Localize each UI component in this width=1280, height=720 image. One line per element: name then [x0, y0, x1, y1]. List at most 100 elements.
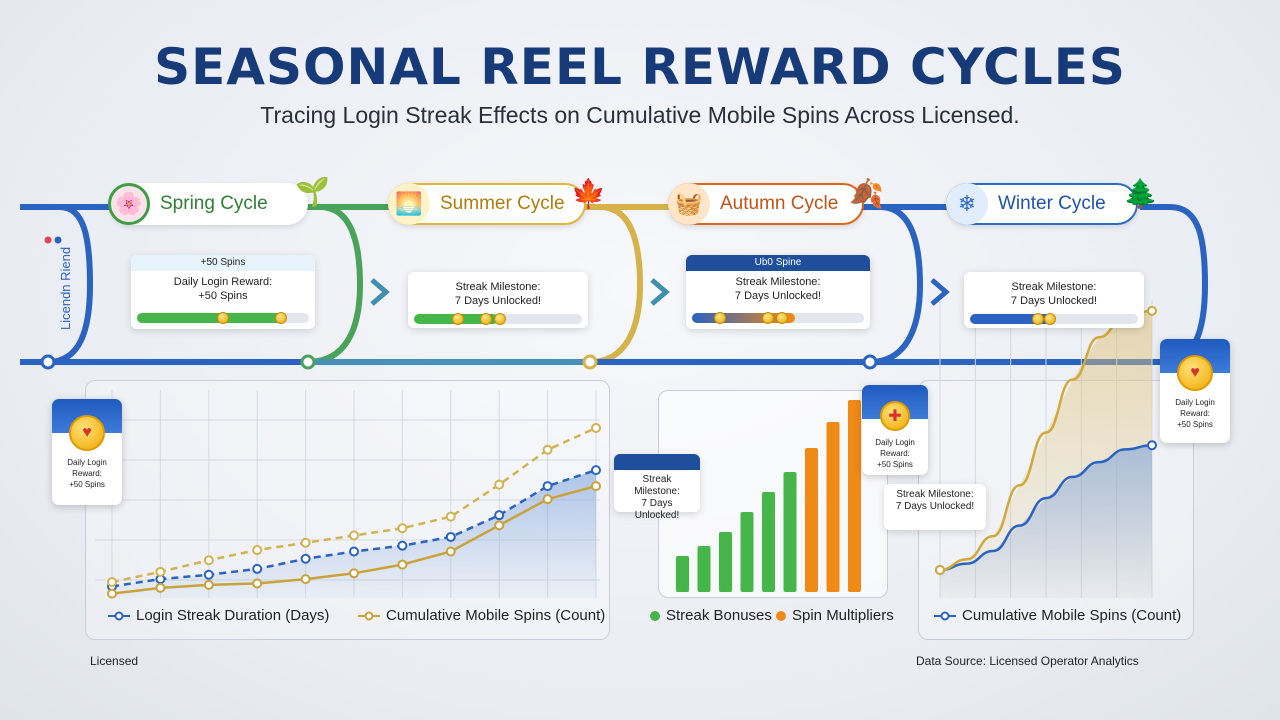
- bar: [783, 472, 797, 592]
- card-mid-right-line2: 7 Days Unlocked!: [895, 501, 975, 512]
- legend-spin-multipliers: Spin Multipliers: [776, 607, 894, 624]
- snowflake-icon: ❄: [946, 183, 988, 225]
- area-login-streak: [112, 470, 596, 598]
- data-point: [155, 566, 166, 577]
- data-point: [445, 511, 456, 522]
- bar: [697, 546, 711, 592]
- card-winter-line1: Streak Milestone:: [1011, 281, 1097, 293]
- card-winter: Streak Milestone: 7 Days Unlocked!: [964, 272, 1144, 328]
- card-mid-right-line1: Streak Milestone:: [896, 489, 974, 500]
- data-point: [591, 465, 601, 476]
- data-point: [494, 510, 505, 521]
- data-point: [203, 555, 214, 566]
- data-point: [397, 559, 408, 570]
- pine-tree-icon: 🌲: [1123, 178, 1158, 209]
- data-point: [252, 563, 263, 574]
- phone-right: ♥ Daily Login Reward:+50 Spins: [1160, 339, 1230, 443]
- phone-left: ♥ Daily Login Reward: +50 Spins: [52, 399, 122, 505]
- phone-bars-line2: +50 Spins: [877, 460, 913, 469]
- legend-cumulative-spins: Cumulative Mobile Spins (Count): [358, 607, 605, 624]
- card-mid-right: Streak Milestone:7 Days Unlocked!: [884, 484, 986, 530]
- data-point: [300, 537, 311, 548]
- pill-autumn-cycle[interactable]: 🧺 Autumn Cycle 🍂: [668, 178, 884, 225]
- heart-coin-icon: ♥: [69, 415, 105, 451]
- coin-icon: [714, 312, 726, 324]
- legend-streak-bonuses: Streak Bonuses: [650, 607, 772, 624]
- legend-cumulative-spins-label: Cumulative Mobile Spins (Count): [386, 607, 606, 624]
- pill-label-winter: Winter Cycle: [998, 193, 1106, 214]
- phone-left-line1: Daily Login Reward:: [67, 458, 107, 478]
- data-point: [300, 574, 311, 585]
- legend-login-streak: Login Streak Duration (Days): [108, 607, 329, 624]
- data-point: [349, 546, 359, 557]
- footer-left: Licensed: [90, 654, 139, 668]
- data-point: [252, 578, 263, 589]
- phone-right-line1: Daily Login Reward:: [1175, 398, 1215, 418]
- heart-coin-icon: ♥: [1177, 355, 1213, 391]
- card-mid-left-line1: Streak Milestone:: [634, 474, 680, 497]
- card-mid-left: Streak Milestone:7 Days Unlocked!: [614, 454, 700, 521]
- card-spring-head: +50 Spins: [131, 255, 315, 271]
- card-autumn-head: Ub0 Spine: [686, 255, 870, 271]
- data-point: [445, 546, 456, 557]
- card-spring-line1: Daily Login Reward:: [173, 276, 273, 288]
- gift-coin-icon: ✚: [880, 401, 910, 431]
- card-autumn: Ub0 Spine Streak Milestone: 7 Days Unlock…: [686, 255, 870, 329]
- bar: [805, 448, 818, 592]
- pill-winter-cycle[interactable]: ❄ Winter Cycle 🌲: [946, 178, 1158, 225]
- harvest-basket-icon: 🧺: [668, 183, 710, 225]
- coin-icon: [776, 312, 788, 324]
- coin-icon: [1032, 313, 1044, 325]
- data-point: [935, 565, 945, 575]
- data-point: [300, 553, 311, 564]
- pill-spring-cycle[interactable]: 🌸 Spring Cycle 🌱: [108, 176, 330, 225]
- side-label: Licendn Riend: [58, 247, 73, 330]
- data-point: [542, 481, 553, 492]
- data-point: [107, 588, 117, 599]
- data-point: [349, 568, 359, 579]
- sun-wave-icon: 🌅: [388, 183, 430, 225]
- area-cumulative-spins: [940, 445, 1152, 598]
- card-winter-line2: 7 Days Unlocked!: [1010, 295, 1098, 307]
- bar: [676, 556, 689, 592]
- pill-label-summer: Summer Cycle: [440, 193, 565, 214]
- card-summer-progress: [414, 313, 582, 325]
- data-point: [252, 545, 263, 556]
- card-autumn-line2: 7 Days Unlocked!: [734, 290, 822, 302]
- card-spring-progress: [137, 312, 309, 324]
- series-line-right-0: [939, 443, 1153, 572]
- data-point: [542, 444, 553, 455]
- data-point: [1147, 440, 1157, 451]
- autumn-leaves-icon: 🍂: [849, 178, 884, 209]
- bar: [826, 422, 840, 592]
- coin-icon: [217, 312, 229, 324]
- phone-left-line2: +50 Spins: [69, 480, 105, 489]
- card-autumn-line1: Streak Milestone:: [735, 276, 821, 288]
- card-spring: +50 Spins Daily Login Reward:+50 Spins: [131, 255, 315, 329]
- data-point: [542, 494, 553, 505]
- data-point: [203, 569, 214, 580]
- bar: [848, 400, 861, 592]
- phone-bars: ✚ Daily Login Reward:+50 Spins: [862, 385, 928, 475]
- card-summer-line1: Streak Milestone:: [455, 281, 541, 293]
- coin-icon: [494, 313, 506, 325]
- bar: [762, 492, 775, 592]
- card-summer: Streak Milestone: 7 Days Unlocked!: [408, 272, 588, 328]
- coin-icon: [275, 312, 287, 324]
- pill-label-spring: Spring Cycle: [160, 193, 268, 214]
- page-subtitle: Tracing Login Streak Effects on Cumulati…: [260, 102, 1020, 128]
- legend-login-streak-label: Login Streak Duration (Days): [136, 607, 330, 624]
- card-winter-progress: [970, 313, 1138, 325]
- legend-streak-bonuses-label: Streak Bonuses: [666, 607, 772, 624]
- coin-icon: [480, 313, 492, 325]
- coin-icon: [762, 312, 774, 324]
- cherry-blossom-icon: 🌸: [108, 183, 150, 225]
- card-autumn-progress: [692, 312, 864, 324]
- data-point: [155, 582, 166, 593]
- pill-summer-cycle[interactable]: 🌅 Summer Cycle 🍁: [388, 178, 606, 225]
- legend-spin-multipliers-label: Spin Multipliers: [792, 607, 894, 624]
- data-point: [1147, 305, 1157, 316]
- card-summer-line2: 7 Days Unlocked!: [454, 295, 542, 307]
